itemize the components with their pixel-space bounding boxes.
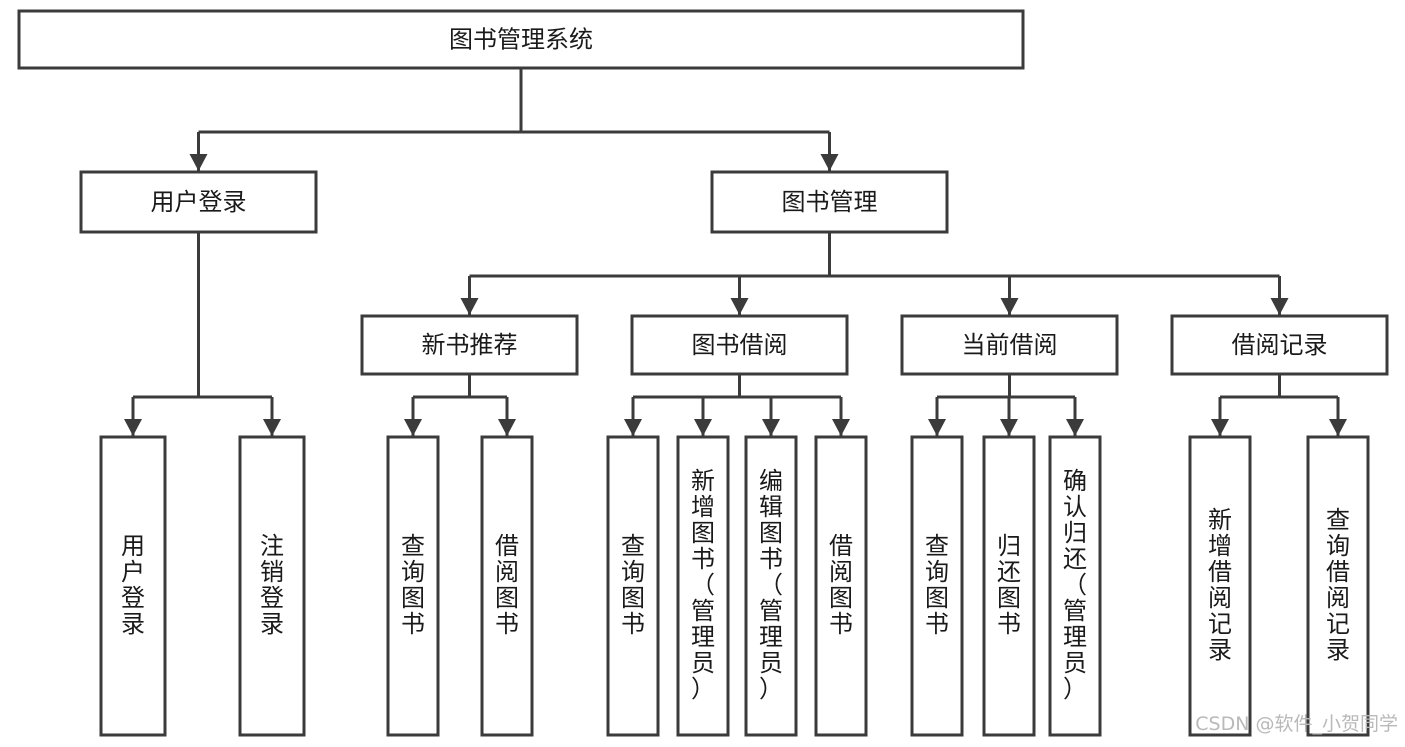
node-label: 用户登录	[151, 188, 247, 216]
node-l-q2[interactable]: 查询图书	[606, 435, 660, 737]
arrow-head-icon	[762, 419, 780, 436]
node-l-q3[interactable]: 查询图书	[910, 435, 964, 737]
node-box	[360, 314, 579, 376]
arrow-head-icon	[498, 419, 516, 436]
node-box	[238, 435, 306, 737]
node-l-add[interactable]: 新增图书（管理员）	[676, 435, 730, 737]
node-box	[17, 9, 1025, 70]
arrow-head-icon	[1000, 298, 1019, 315]
node-label: 确认归还（管理员）	[1063, 467, 1087, 703]
node-box	[900, 314, 1119, 376]
node-label: 新书推荐	[422, 331, 518, 359]
node-box	[630, 314, 849, 376]
arrow-head-icon	[694, 419, 712, 436]
node-label: 新增图书（管理员）	[691, 467, 715, 703]
csdn-watermark: CSDN @软件_小贺同学	[1195, 713, 1398, 735]
node-box	[1306, 435, 1370, 737]
node-label: 编辑图书（管理员）	[759, 467, 783, 703]
node-label: 新增借阅记录	[1208, 506, 1232, 664]
node-box	[910, 435, 964, 737]
node-label: 查询借阅记录	[1326, 506, 1350, 664]
node-newbooks[interactable]: 新书推荐	[360, 314, 579, 376]
node-label: 图书管理	[782, 188, 878, 216]
node-box	[814, 435, 868, 737]
arrow-head-icon	[928, 419, 946, 436]
edge-group-login	[124, 232, 281, 436]
node-label: 当前借阅	[962, 331, 1058, 359]
node-label: 查询图书	[401, 532, 425, 638]
node-label: 用户登录	[121, 532, 145, 638]
node-box	[386, 435, 440, 737]
edge-group-bookmgmt	[460, 232, 1289, 315]
arrow-head-icon	[263, 419, 281, 436]
arrow-head-icon	[820, 154, 839, 171]
node-l-ret[interactable]: 归还图书	[982, 435, 1036, 737]
edge-group-current	[928, 374, 1084, 436]
node-box	[1048, 435, 1102, 737]
node-l-b2[interactable]: 借阅图书	[814, 435, 868, 737]
arrow-head-icon	[124, 419, 142, 436]
node-label: 查询图书	[925, 532, 949, 638]
node-l-b1[interactable]: 借阅图书	[480, 435, 534, 737]
arrow-head-icon	[624, 419, 642, 436]
node-box	[676, 435, 730, 737]
node-box	[982, 435, 1036, 737]
node-root[interactable]: 图书管理系统	[17, 9, 1025, 70]
node-label: 归还图书	[997, 532, 1021, 638]
arrow-head-icon	[1211, 419, 1229, 436]
arrow-head-icon	[832, 419, 850, 436]
arrow-head-icon	[1270, 298, 1289, 315]
node-l-logout[interactable]: 注销登录	[238, 435, 306, 737]
node-label: 借阅记录	[1232, 331, 1328, 359]
node-label: 借阅图书	[829, 532, 853, 638]
arrow-head-icon	[730, 298, 749, 315]
edge-group-records	[1211, 374, 1347, 436]
node-label: 借阅图书	[495, 532, 519, 638]
node-l-userlogin[interactable]: 用户登录	[99, 435, 167, 737]
node-box	[606, 435, 660, 737]
node-bookmgmt[interactable]: 图书管理	[710, 170, 949, 234]
node-label: 注销登录	[260, 532, 284, 638]
node-l-addrec[interactable]: 新增借阅记录	[1188, 435, 1252, 737]
node-l-edit[interactable]: 编辑图书（管理员）	[744, 435, 798, 737]
node-l-q1[interactable]: 查询图书	[386, 435, 440, 737]
node-layer: 图书管理系统用户登录图书管理新书推荐图书借阅当前借阅借阅记录用户登录注销登录查询…	[17, 9, 1389, 737]
node-login[interactable]: 用户登录	[79, 170, 318, 234]
arrow-head-icon	[1329, 419, 1347, 436]
node-box	[99, 435, 167, 737]
node-label: 查询图书	[621, 532, 645, 638]
edge-group-root	[189, 68, 839, 171]
node-box	[744, 435, 798, 737]
arrow-head-icon	[1000, 419, 1018, 436]
edge-group-newbooks	[404, 374, 516, 436]
node-box	[79, 170, 318, 234]
arrow-head-icon	[189, 154, 208, 171]
node-box	[1170, 314, 1389, 376]
node-records[interactable]: 借阅记录	[1170, 314, 1389, 376]
edge-group-borrow	[624, 374, 850, 436]
node-box	[480, 435, 534, 737]
connector-layer	[124, 68, 1347, 436]
arrow-head-icon	[1066, 419, 1084, 436]
node-current[interactable]: 当前借阅	[900, 314, 1119, 376]
node-l-conf[interactable]: 确认归还（管理员）	[1048, 435, 1102, 737]
arrow-head-icon	[404, 419, 422, 436]
node-l-qrec[interactable]: 查询借阅记录	[1306, 435, 1370, 737]
node-label: 图书借阅	[692, 331, 788, 359]
node-label: 图书管理系统	[449, 26, 593, 54]
arrow-head-icon	[460, 298, 479, 315]
node-borrow[interactable]: 图书借阅	[630, 314, 849, 376]
node-box	[1188, 435, 1252, 737]
node-box	[710, 170, 949, 234]
